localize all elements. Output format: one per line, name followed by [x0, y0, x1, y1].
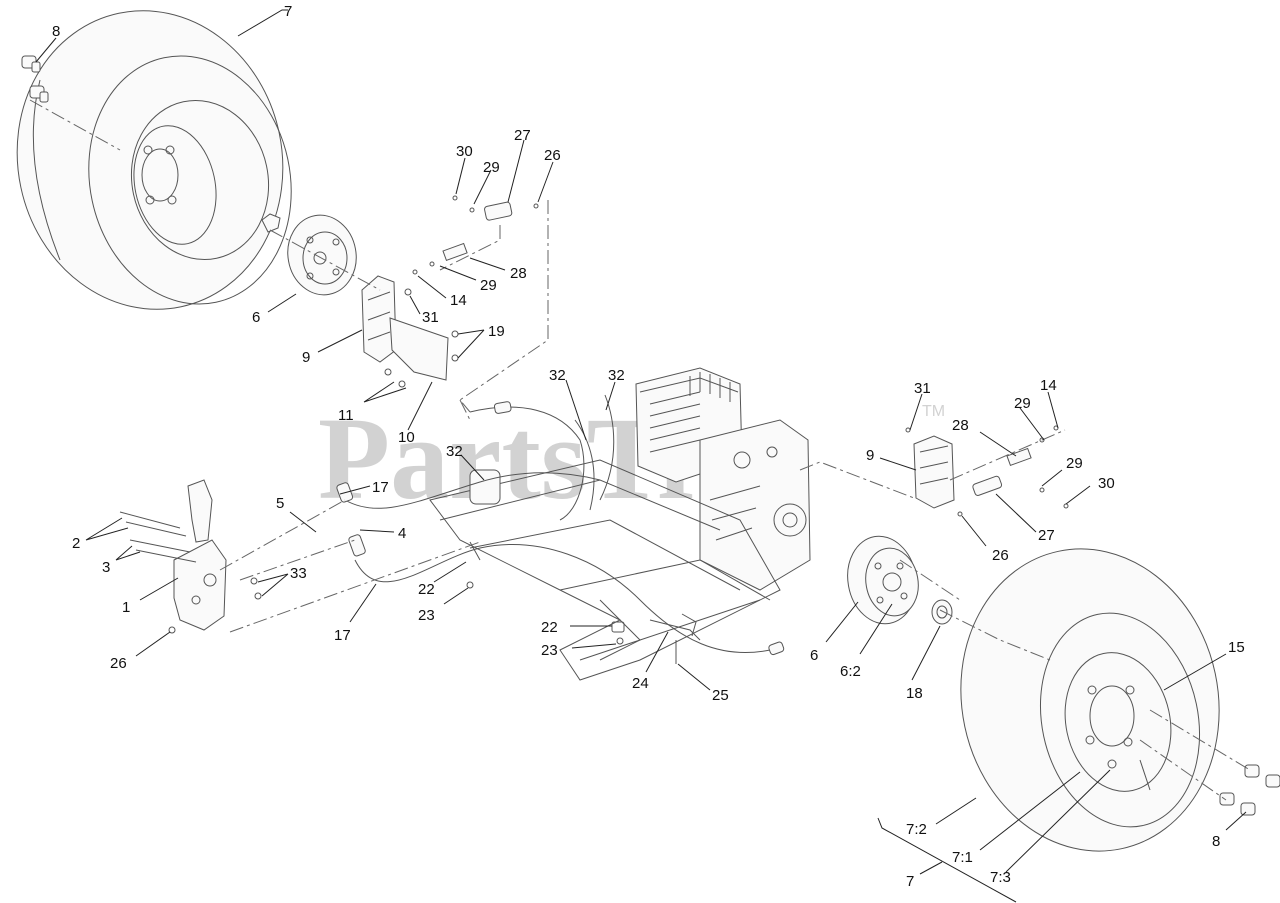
- callout-32-c: 32: [446, 443, 463, 460]
- callout-31-right: 31: [914, 380, 931, 397]
- callout-14-top: 14: [450, 292, 467, 309]
- callout-32-a: 32: [549, 367, 566, 384]
- hub-upper: [261, 213, 357, 296]
- callout-5: 5: [276, 495, 284, 512]
- callout-24: 24: [632, 675, 649, 692]
- callout-8-top: 8: [52, 23, 60, 40]
- callout-10: 10: [398, 429, 415, 446]
- callout-18: 18: [906, 685, 923, 702]
- callout-26-top: 26: [544, 147, 561, 164]
- callout-17-a: 17: [372, 479, 389, 496]
- callout-28-top: 28: [510, 265, 527, 282]
- phantom-lines: [29, 99, 1251, 801]
- callout-9-top: 9: [302, 349, 310, 366]
- callout-28-right: 28: [952, 417, 969, 434]
- brake-caliper-right: [905, 425, 1069, 517]
- callout-33: 33: [290, 565, 307, 582]
- right-rear-wheel: [960, 548, 1220, 852]
- callout-numbers: 8 7 6 9 30 29 27 26 28 29 14 31 19 11 10…: [52, 3, 1245, 890]
- callout-22-b: 22: [541, 619, 558, 636]
- callout-30-right: 30: [1098, 475, 1115, 492]
- callout-29-right-b: 29: [1066, 455, 1083, 472]
- callout-2: 2: [72, 535, 80, 552]
- callout-30-top: 30: [456, 143, 473, 160]
- callout-15: 15: [1228, 639, 1245, 656]
- callout-19: 19: [488, 323, 505, 340]
- callout-23-a: 23: [418, 607, 435, 624]
- callout-6-2: 6:2: [840, 663, 861, 680]
- callout-29-top-a: 29: [483, 159, 500, 176]
- callout-6-right: 6: [810, 647, 818, 664]
- callout-7-3: 7:3: [990, 869, 1011, 886]
- callout-14-right: 14: [1040, 377, 1057, 394]
- engine-assembly: [635, 367, 811, 591]
- callout-4: 4: [398, 525, 406, 542]
- callout-32-b: 32: [608, 367, 625, 384]
- lug-nuts-upper: [21, 55, 49, 103]
- callout-17-b: 17: [334, 627, 351, 644]
- brake-cables: [336, 394, 785, 664]
- callout-3: 3: [102, 559, 110, 576]
- callout-6-top: 6: [252, 309, 260, 326]
- callout-8-bottom: 8: [1212, 833, 1220, 850]
- callout-27-top: 27: [514, 127, 531, 144]
- callout-7-1: 7:1: [952, 849, 973, 866]
- lug-nuts-lower: [1219, 764, 1280, 816]
- callout-26-left: 26: [110, 655, 127, 672]
- watermark-tm: TM: [922, 403, 945, 420]
- callout-25: 25: [712, 687, 729, 704]
- brake-pedal-assembly: [119, 479, 262, 634]
- brake-rotor-right: [847, 535, 953, 625]
- callout-9-right: 9: [866, 447, 874, 464]
- callout-7-top: 7: [284, 3, 292, 20]
- callout-29-top-b: 29: [480, 277, 497, 294]
- leader-lines: [35, 9, 1247, 903]
- chassis-frame: [429, 459, 781, 681]
- callout-26-right: 26: [992, 547, 1009, 564]
- callout-11: 11: [338, 407, 354, 424]
- callout-29-right-a: 29: [1014, 395, 1031, 412]
- partstree-watermark: PartsTree TM: [318, 393, 945, 524]
- callout-31-top: 31: [422, 309, 439, 326]
- brake-caliper-upper: [361, 195, 539, 388]
- callout-22-a: 22: [418, 581, 435, 598]
- callout-27-right: 27: [1038, 527, 1055, 544]
- callout-7-2: 7:2: [906, 821, 927, 838]
- callout-1: 1: [122, 599, 130, 616]
- callout-23-b: 23: [541, 642, 558, 659]
- callout-7-bottom: 7: [906, 873, 914, 890]
- left-rear-wheel: [16, 10, 292, 310]
